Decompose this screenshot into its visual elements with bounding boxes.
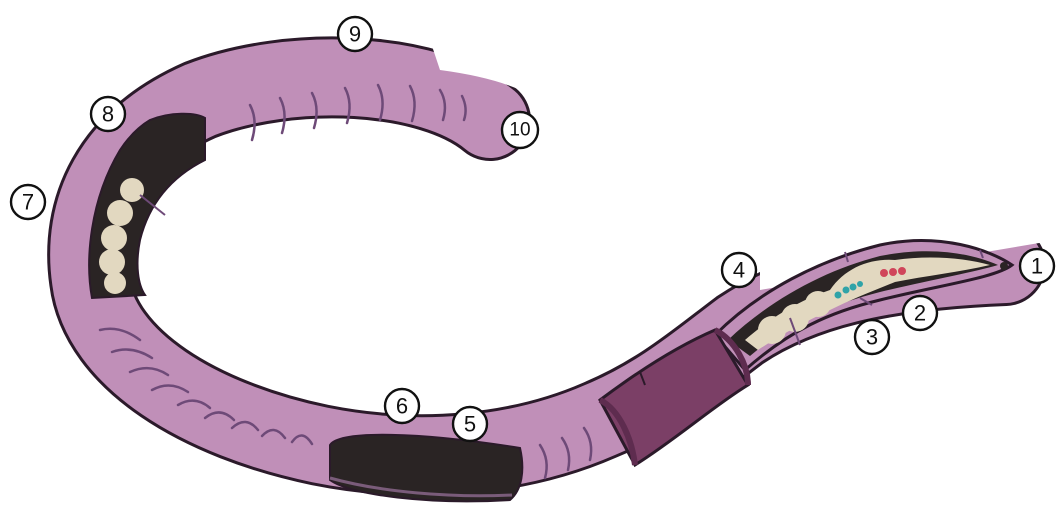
callout-5: 5 <box>453 407 487 441</box>
midbody-dark-section <box>330 435 522 502</box>
callout-8-label: 8 <box>102 102 114 127</box>
ganglion-dot <box>843 287 850 294</box>
ganglion-dot <box>857 281 863 287</box>
ganglion-dot <box>835 292 842 299</box>
callout-10-label: 10 <box>509 120 530 141</box>
callout-9: 9 <box>338 17 372 51</box>
callout-4-label: 4 <box>733 258 745 283</box>
mouth <box>1000 262 1008 270</box>
heart-dot <box>898 267 906 275</box>
callout-1: 1 <box>1020 249 1054 283</box>
callout-7-label: 7 <box>22 190 34 215</box>
callout-8: 8 <box>91 97 125 131</box>
heart-dot <box>889 268 897 276</box>
callout-4: 4 <box>722 253 756 287</box>
callout-3: 3 <box>855 320 889 354</box>
callout-6: 6 <box>385 389 419 423</box>
midbody-cavity <box>330 435 522 502</box>
gut-lobe <box>120 178 144 202</box>
callout-10: 10 <box>502 112 538 148</box>
gut-lobe <box>99 249 125 275</box>
callout-1-label: 1 <box>1031 254 1043 279</box>
gut-fold <box>781 304 809 332</box>
ganglion-dot <box>850 284 857 291</box>
gut-lobe <box>101 225 127 251</box>
gut-fold <box>805 291 831 317</box>
callout-2-label: 2 <box>914 301 926 326</box>
callout-5-label: 5 <box>464 412 476 437</box>
callout-7: 7 <box>11 185 45 219</box>
callout-3-label: 3 <box>866 325 878 350</box>
callout-2: 2 <box>903 296 937 330</box>
heart-dot <box>880 269 888 277</box>
gut-lobe <box>107 200 133 226</box>
gut-lobe <box>104 272 126 294</box>
callout-9-label: 9 <box>349 22 361 47</box>
callout-6-label: 6 <box>396 394 408 419</box>
